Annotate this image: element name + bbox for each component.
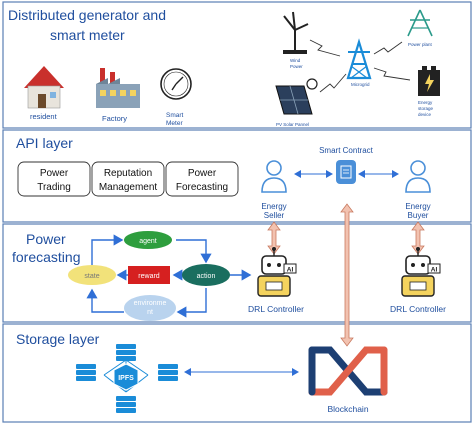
robot-icon-right [401, 247, 441, 297]
label-wind-2: Power [290, 64, 303, 69]
loop-arrow-bottom-right [176, 288, 207, 318]
node-environment-label-2: nt [147, 309, 153, 316]
microgrid-tower-icon [346, 38, 372, 80]
label-buyer-1: Energy [405, 202, 430, 211]
api-box-forecasting-line2: Forecasting [176, 182, 228, 193]
battery-icon [418, 66, 440, 96]
api-box-power-trading-line2: Trading [37, 182, 71, 193]
label-pv-solar: PV Solar Pannel [276, 122, 309, 127]
wind-turbine-icon [283, 11, 309, 54]
node-environment-label-1: environme [134, 300, 167, 307]
label-drl-right: DRL Controller [390, 304, 446, 314]
robot-icon-left [257, 247, 297, 297]
label-buyer-2: Buyer [408, 211, 429, 220]
loop-arrow-top [91, 234, 124, 268]
label-smart-contract: Smart Contract [319, 146, 374, 155]
seller-person-icon [261, 160, 287, 193]
robot-right-ai-badge: AI [431, 267, 438, 274]
server-icon-top [116, 344, 136, 361]
label-resident: resident [30, 112, 58, 121]
layer-title-api: API layer [16, 135, 73, 151]
label-smart-meter-2: Meter [166, 120, 183, 127]
layer-panel-storage [2, 323, 472, 423]
factory-icon [96, 68, 140, 108]
layer-panel-forecasting [2, 223, 472, 323]
loop-arrow-top-right [176, 239, 212, 264]
label-power-plant: Power plant [408, 42, 433, 47]
node-agent [124, 231, 172, 249]
node-state [68, 265, 116, 285]
api-box-reputation [91, 161, 165, 197]
label-seller-1: Energy [261, 202, 286, 211]
node-reward-label: reward [138, 273, 160, 280]
label-smart-meter-1: Smart [166, 112, 184, 119]
node-action [182, 264, 230, 286]
power-links [309, 39, 411, 93]
robot-left-ai-badge: AI [287, 267, 294, 274]
layer-title-forecasting-line1: Power [26, 231, 66, 247]
smart-meter-icon [160, 68, 192, 100]
label-drl-left: DRL Controller [248, 304, 304, 314]
buyer-person-icon [405, 160, 431, 193]
power-plant-icon [407, 9, 433, 37]
layer-panel-api [2, 129, 472, 223]
api-box-forecasting [165, 161, 239, 197]
api-box-forecasting-line1: Power [188, 168, 217, 179]
house-icon [24, 66, 64, 109]
layer-panel-generator [2, 1, 472, 129]
label-seller-2: Seller [264, 211, 285, 220]
label-ipfs: IPFS [118, 375, 134, 382]
layer-title-forecasting-line2: forecasting [12, 249, 80, 265]
label-blockchain: Blockchain [327, 404, 368, 414]
layer-title-storage: Storage layer [16, 331, 100, 347]
api-box-power-trading [17, 161, 91, 197]
label-energy-storage-2: storage [418, 106, 434, 111]
ipfs-hexagon-icon [113, 363, 139, 391]
api-box-power-trading-line1: Power [40, 168, 69, 179]
arrow-contract-blockchain [340, 203, 354, 347]
layer-title-generator: Distributed generator and [8, 7, 166, 23]
server-icon-bottom [116, 396, 136, 413]
label-energy-storage-1: Energy [418, 100, 433, 105]
contract-icon [336, 160, 356, 184]
node-state-label: state [84, 273, 99, 280]
api-box-reputation-line1: Reputation [104, 168, 152, 179]
label-factory: Factory [102, 114, 127, 123]
solar-panel-icon [275, 78, 318, 115]
node-agent-label: agent [139, 238, 157, 245]
server-icon-left [76, 364, 96, 381]
api-box-reputation-line2: Management [99, 182, 158, 193]
node-reward [128, 266, 170, 284]
node-environment [124, 295, 176, 321]
blockchain-icon [308, 346, 388, 396]
loop-arrow-bottom-left [86, 288, 124, 313]
label-wind-1: Wind [290, 58, 301, 63]
label-microgrid: Microgrid [351, 82, 370, 87]
node-action-label: action [197, 273, 216, 280]
layer-title-generator-line2: smart meter [50, 27, 125, 43]
server-icon-right [158, 364, 178, 381]
label-energy-storage-3: device [418, 112, 432, 117]
